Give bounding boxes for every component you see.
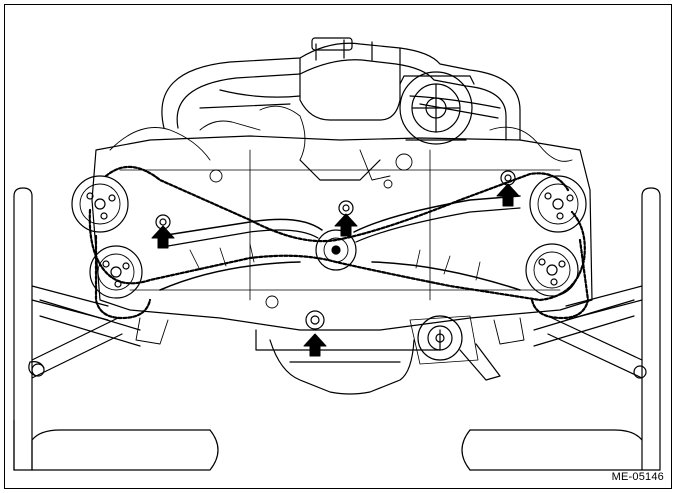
- intake-manifold: [161, 37, 521, 141]
- figure-frame: [4, 4, 672, 489]
- cam-sprocket-right-lower: [525, 243, 579, 297]
- figure-reference-code: ME-05146: [611, 471, 664, 483]
- up-arrow-icon: [151, 225, 175, 249]
- up-arrow-icon: [303, 333, 327, 357]
- cam-sprocket-left-lower: [89, 245, 143, 299]
- engine-block: [91, 135, 593, 395]
- cam-sprocket-right-upper: [529, 175, 587, 233]
- up-arrow-icon: [334, 213, 358, 237]
- engine-stand: [13, 187, 661, 471]
- water-pump: [409, 315, 501, 381]
- chain-guides: [159, 195, 521, 291]
- up-arrow-icon: [496, 183, 520, 207]
- cam-sprocket-left-upper: [71, 175, 129, 233]
- crank-sprocket: [315, 229, 357, 271]
- harness-and-hoses: [109, 105, 573, 345]
- alternator: [399, 71, 475, 145]
